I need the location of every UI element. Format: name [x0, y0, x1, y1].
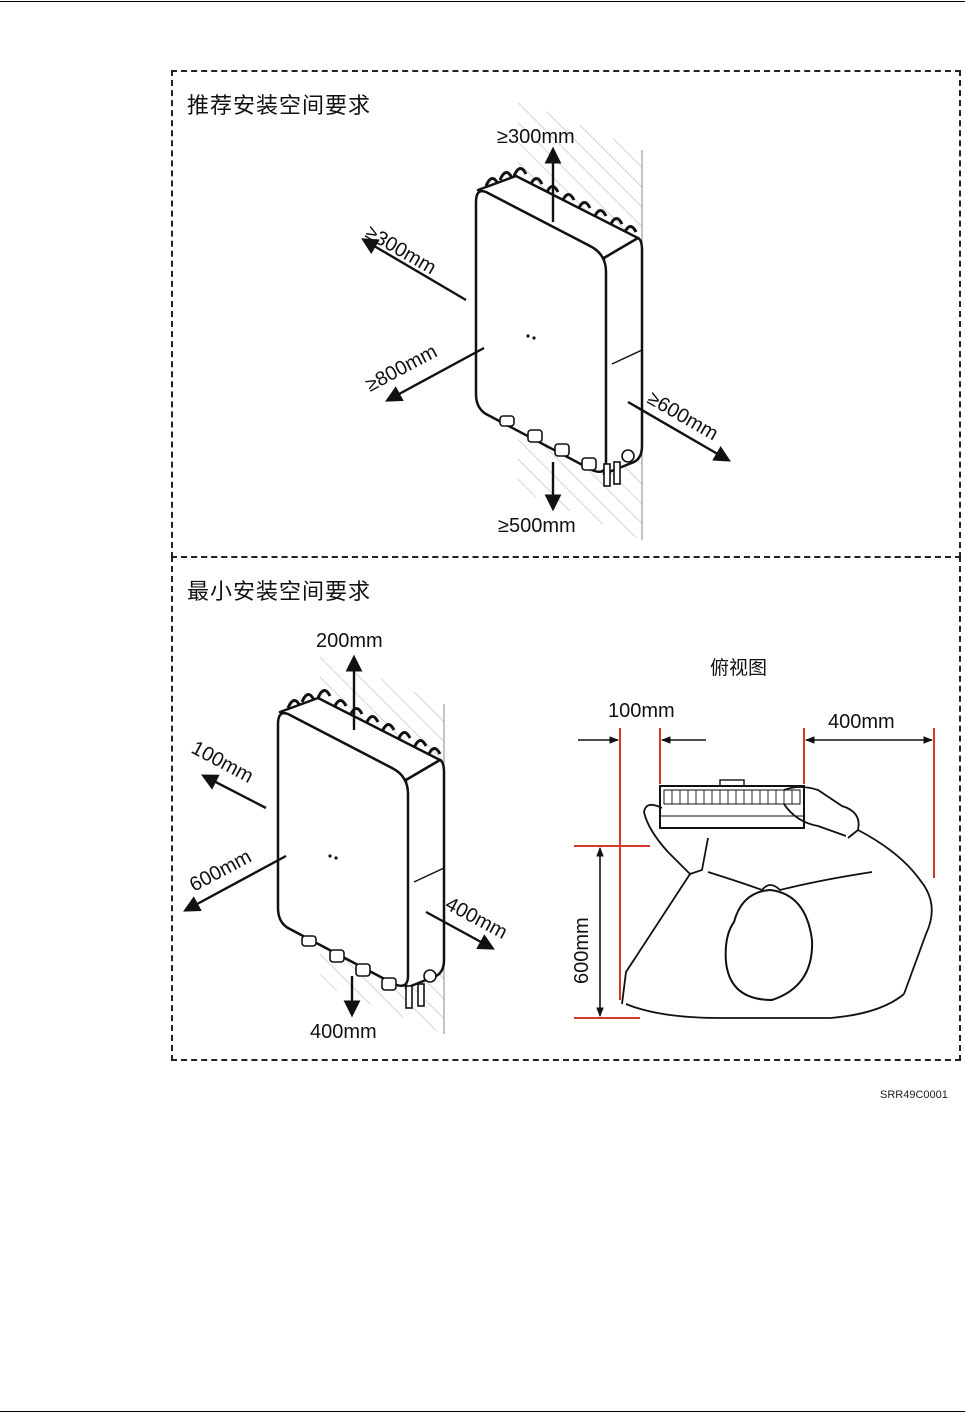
minimum-front-clearance: 600mm	[186, 846, 255, 897]
reference-lines	[574, 728, 934, 1018]
minimum-left-clearance: 100mm	[188, 737, 257, 788]
minimum-right-clearance: 400mm	[442, 893, 511, 944]
top-view-illustration: 俯视图 100mm 400mm 600mm	[571, 657, 934, 1018]
recommended-inverter-illustration	[476, 100, 642, 540]
minimum-inverter-illustration	[278, 654, 444, 1034]
recommended-top-clearance: ≥300mm	[497, 126, 575, 148]
top-view-left-gap: 100mm	[608, 700, 675, 722]
minimum-top-clearance: 200mm	[316, 630, 383, 652]
recommended-bottom-clearance: ≥500mm	[498, 515, 576, 537]
dimension-arrows	[578, 740, 932, 1016]
inverter-top-view-icon	[660, 780, 804, 828]
top-view-right-gap: 400mm	[828, 711, 895, 733]
footer-rule	[0, 1411, 965, 1412]
minimum-bottom-clearance: 400mm	[310, 1021, 377, 1043]
figure-code: SRR49C0001	[880, 1089, 948, 1101]
top-view-depth: 600mm	[571, 917, 593, 984]
recommended-left-clearance: ≥300mm	[362, 221, 440, 279]
recommended-right-clearance: ≥600mm	[644, 387, 722, 445]
recommended-front-clearance: ≥800mm	[362, 341, 441, 397]
top-view-title: 俯视图	[710, 657, 767, 679]
